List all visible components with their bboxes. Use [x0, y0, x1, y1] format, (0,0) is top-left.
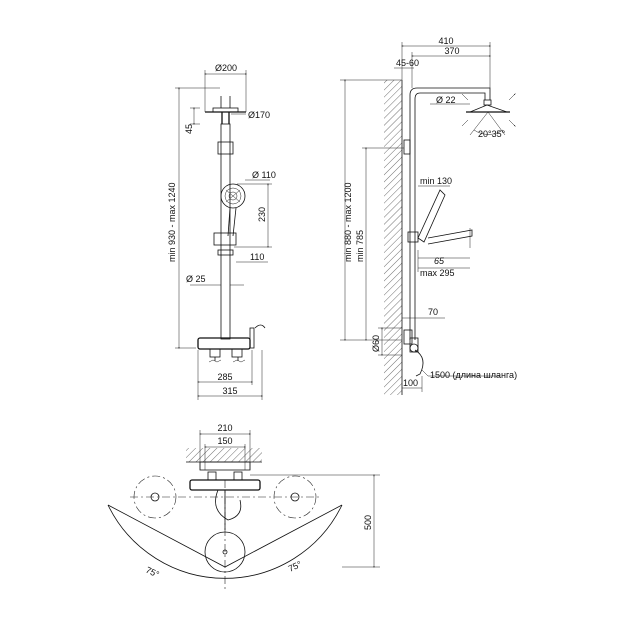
- top-wall-hatch: [186, 448, 262, 462]
- front-view: Ø200 Ø170 45 min 930 - max 1240 Ø 110 23…: [167, 63, 276, 400]
- mixer-depth-label: 70: [428, 307, 438, 317]
- front-hand-shower: [220, 183, 246, 237]
- side-hand-shower: [417, 189, 473, 248]
- left-angle-label: 75°: [144, 565, 161, 580]
- side-labels: 410 370 45-60 Ø 22 20°35° min 880 - max …: [343, 36, 517, 388]
- head-diameter-label: Ø200: [215, 63, 237, 73]
- front-labels: Ø200 Ø170 45 min 930 - max 1240 Ø 110 23…: [167, 63, 276, 396]
- outer-width-label: 210: [217, 423, 232, 433]
- handshower-angle-label: 65: [434, 256, 445, 266]
- side-riser: [403, 87, 491, 345]
- sweep-depth-label: 500: [363, 515, 373, 530]
- front-shower-head: [205, 96, 246, 124]
- handshower-max-label: max 295: [420, 268, 455, 278]
- rail-diameter-label: Ø 25: [186, 274, 206, 284]
- front-dimensions: [175, 70, 272, 400]
- reach-total-label: 410: [438, 36, 453, 46]
- top-view: 210 150 500 75° 75°: [107, 423, 380, 590]
- head-connector-label: Ø 22: [436, 95, 456, 105]
- mixer-width-label: 285: [217, 372, 232, 382]
- tilt-angles-label: 20°35°: [478, 129, 506, 139]
- inlet-spacing-label: 150: [217, 436, 232, 446]
- front-overall-width-label: 315: [222, 386, 237, 396]
- handshower-length-label: 230: [257, 207, 267, 222]
- side-dimensions: [340, 42, 500, 392]
- holder-offset-label: 110: [250, 252, 264, 262]
- wall-offset-label: 45-60: [396, 58, 419, 68]
- top-head-circle: [204, 531, 246, 573]
- holder-height-label: min 785: [355, 230, 365, 262]
- side-shower-head: [461, 94, 515, 136]
- left-position-circle: [133, 475, 177, 519]
- wall-hatch: [384, 80, 402, 395]
- inlet-diameter-label: Ø60: [371, 335, 381, 352]
- handshower-min-label: min 130: [420, 176, 452, 186]
- mixer-projection-label: 100: [403, 378, 418, 388]
- front-overall-height-label: min 930 - max 1240: [167, 182, 177, 262]
- front-mixer: [197, 324, 266, 363]
- side-view: 410 370 45-60 Ø 22 20°35° min 880 - max …: [340, 36, 517, 395]
- handshower-diameter-label: Ø 110: [252, 170, 276, 180]
- hose-length-label: 1500 (длина шланга): [430, 370, 517, 380]
- top-mixer: [189, 461, 261, 530]
- top-labels: 210 150 500 75° 75°: [144, 423, 373, 580]
- top-dimensions: [198, 430, 380, 569]
- head-height-label: 45: [184, 124, 194, 134]
- right-position-circle: [273, 475, 317, 519]
- side-mixer: [409, 337, 424, 377]
- reach-arm-label: 370: [444, 46, 459, 56]
- side-overall-height-label: min 880 - max 1200: [343, 182, 353, 262]
- head-inner-diameter-label: Ø170: [248, 110, 270, 120]
- front-riser-rail: [213, 123, 237, 340]
